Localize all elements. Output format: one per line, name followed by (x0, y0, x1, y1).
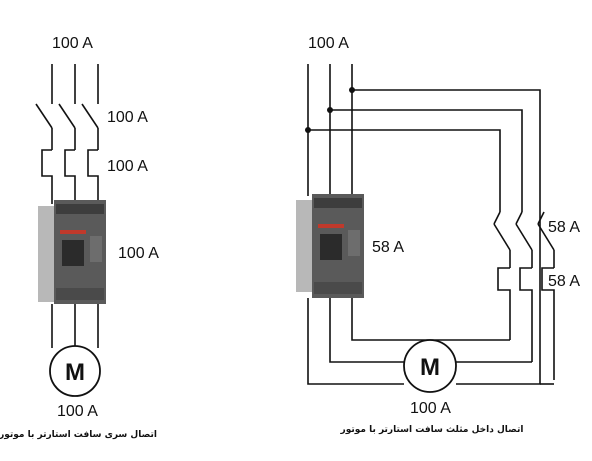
junction-dot-icon (305, 87, 355, 133)
left-output-lines (51, 304, 99, 348)
left-motor-symbol: M (65, 359, 85, 386)
left-supply-label: 100 A (52, 35, 93, 52)
right-motor-symbol: M (420, 354, 440, 381)
right-output-lines (307, 298, 554, 385)
switch-icon (493, 211, 555, 268)
switch-icon (35, 103, 99, 150)
soft-starter-icon (296, 194, 364, 298)
soft-starter-icon (38, 200, 106, 304)
motor-icon (49, 345, 101, 397)
right-diagram: 100 A 58 A (296, 35, 580, 435)
left-diagram: 100 A 100 A 100 A (0, 35, 159, 440)
right-branch-wires (308, 89, 541, 385)
right-fuse-label: 58 A (548, 273, 580, 290)
left-supply-lines (51, 64, 99, 104)
left-switch-label: 100 A (107, 109, 148, 126)
left-caption: اتصال سری سافت استارتر با موتور (0, 430, 157, 440)
right-supply-label: 100 A (308, 35, 349, 52)
right-starter-label: 58 A (372, 239, 404, 256)
fuse-icon (41, 149, 99, 204)
fuse-icon (497, 267, 555, 380)
left-starter-label: 100 A (118, 245, 159, 262)
motor-icon (403, 339, 457, 393)
right-motor-label: 100 A (410, 400, 451, 417)
right-caption: اتصال داخل مثلث سافت استارتر با موتور (340, 425, 524, 435)
left-motor-label: 100 A (57, 403, 98, 420)
left-fuse-label: 100 A (107, 158, 148, 175)
right-switch-label: 58 A (548, 219, 580, 236)
